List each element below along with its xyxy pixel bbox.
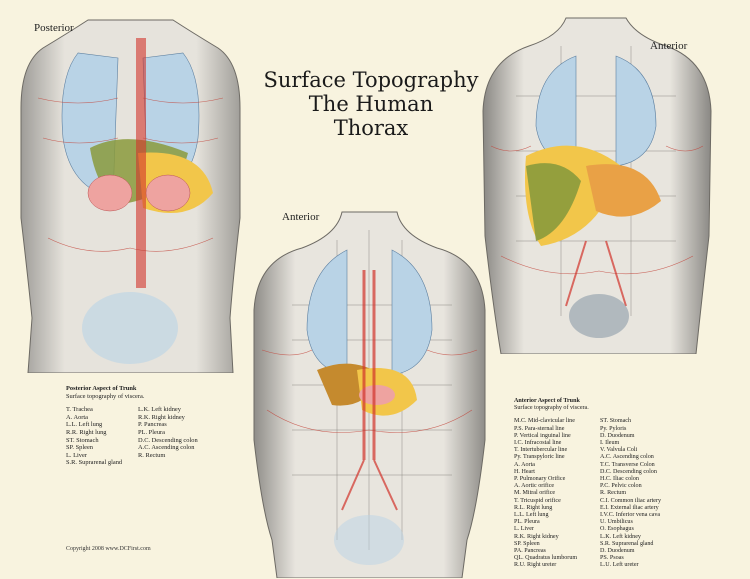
legend-item: T. Tricuspid orifice xyxy=(514,497,561,504)
copyright-notice: Copyright 2008 www.DCFirst.com xyxy=(66,546,151,552)
legend-item: R. Rectum xyxy=(138,451,166,459)
legend-item: A.C. Ascending colon xyxy=(600,454,654,461)
legend-item: L.L. Left lung xyxy=(514,512,549,519)
legend-item: Py. Pyloris xyxy=(600,425,627,432)
legend-item: R.U. Right ureter xyxy=(514,562,557,569)
legend-item: T. Intertubercular line xyxy=(514,447,568,454)
legend-item: SP. Spleen xyxy=(514,540,540,547)
legend-item: V. Valvula Coli xyxy=(600,447,638,454)
legend-item: R.R. Right lung xyxy=(66,428,107,436)
legend-item: A. Aortic orifice xyxy=(514,483,555,490)
legend-item: PS. Psoas xyxy=(600,555,624,562)
legend-item: SP. Spleen xyxy=(66,444,93,452)
posterior-legend-subtitle: Surface topography of viscera. xyxy=(66,392,145,400)
legend-item: ST. Stomach xyxy=(600,418,632,425)
legend-item: T. Trachea xyxy=(66,406,93,414)
legend-item: A. Aorta xyxy=(66,413,89,421)
legend-item: S.R. Suprarenal gland xyxy=(66,459,123,467)
legend-item: PL. Pleura xyxy=(138,428,165,436)
legend-item: A. Aorta xyxy=(514,461,535,468)
legend-item: D. Duodenum xyxy=(600,548,635,555)
legend-item: H.C. Iliac colon xyxy=(600,476,639,483)
legend-item: P.S. Para-sternal line xyxy=(514,425,565,432)
legend-item: PA. Pancreas xyxy=(514,548,546,555)
anterior-center-view-label: Anterior xyxy=(282,211,320,223)
posterior-view-label: Posterior xyxy=(34,22,74,34)
legend-item: D.C. Descending colon xyxy=(600,468,657,475)
posterior-legend: Posterior Aspect of Trunk Surface topogr… xyxy=(66,385,198,467)
legend-item: P.C. Pelvic colon xyxy=(600,483,642,490)
legend-item: L.U. Left ureter xyxy=(600,562,639,569)
legend-item: O. Esophagus xyxy=(600,526,634,533)
legend-item: P. Pulmonary Orifice xyxy=(514,476,566,483)
legend-item: C.I. Common iliac artery xyxy=(600,497,662,504)
title-line-3: Thorax xyxy=(333,116,409,140)
anterior-right-torso-illustration xyxy=(482,17,712,354)
anterior-right-torso-figure xyxy=(481,16,713,354)
legend-item: M. Mitral orifice xyxy=(514,490,556,497)
legend-item: I.V.C. Inferior vena cava xyxy=(600,512,661,519)
anterior-legend: Anterior Aspect of Trunk Surface topogra… xyxy=(514,398,661,570)
legend-item: L.K. Left kidney xyxy=(600,533,641,540)
legend-item: H. Heart xyxy=(514,468,535,475)
legend-item: I.C. Infracostal line xyxy=(514,440,562,447)
legend-item: ST. Stomach xyxy=(66,436,99,444)
legend-item: M.C. Mid-clavicular line xyxy=(514,418,575,425)
legend-item: I. Ileum xyxy=(600,440,620,447)
legend-item: PL. Pleura xyxy=(514,519,540,526)
legend-item: P. Pancreas xyxy=(138,421,167,429)
chart-title: Surface Topography The Human Thorax xyxy=(262,68,480,140)
legend-item: QL. Quadratus lumborum xyxy=(514,555,578,562)
posterior-legend-col2: L.K. Left kidney R.K. Right kidney P. Pa… xyxy=(138,406,198,467)
legend-item: E.I. External iliac artery xyxy=(600,504,659,511)
legend-item: R. Rectum xyxy=(600,490,627,497)
legend-item: P. Vertical inguinal line xyxy=(514,432,571,439)
anterior-legend-title: Anterior Aspect of Trunk xyxy=(514,398,580,404)
legend-item: R.K. Right kidney xyxy=(514,533,559,540)
anterior-center-torso-illustration xyxy=(253,211,486,578)
posterior-torso-figure xyxy=(18,18,243,373)
legend-item: L. Liver xyxy=(514,526,534,533)
legend-item: T.C. Transverse Colon xyxy=(600,461,655,468)
anterior-legend-col1: M.C. Mid-clavicular line P.S. Para-stern… xyxy=(514,418,600,569)
posterior-torso-illustration xyxy=(20,19,241,373)
legend-item: A.C. Ascending colon xyxy=(138,444,195,452)
posterior-legend-col1: T. Trachea A. Aorta L.L. Left lung R.R. … xyxy=(66,406,138,467)
legend-item: S.R. Suprarenal gland xyxy=(600,540,654,547)
legend-item: L. Liver xyxy=(66,451,87,459)
legend-item: R.K. Right kidney xyxy=(138,413,185,421)
anterior-center-torso-figure xyxy=(252,210,487,578)
anterior-right-view-label: Anterior xyxy=(650,40,688,52)
legend-item: L.L. Left lung xyxy=(66,421,103,429)
legend-item: D.C. Descending colon xyxy=(138,436,198,444)
posterior-legend-title: Posterior Aspect of Trunk xyxy=(66,385,137,392)
legend-item: L.K. Left kidney xyxy=(138,406,181,414)
legend-item: R.L. Right lung xyxy=(514,504,553,511)
legend-item: U. Umbilicus xyxy=(600,519,633,526)
legend-item: Py. Transpyloric line xyxy=(514,454,565,461)
title-line-2: The Human xyxy=(308,92,434,116)
title-line-1: Surface Topography xyxy=(263,68,479,92)
anterior-legend-col2: ST. Stomach Py. Pyloris D. Duodenum I. I… xyxy=(600,418,661,569)
anterior-legend-subtitle: Surface topography of viscera. xyxy=(514,405,589,412)
legend-item: D. Duodenum xyxy=(600,432,635,439)
